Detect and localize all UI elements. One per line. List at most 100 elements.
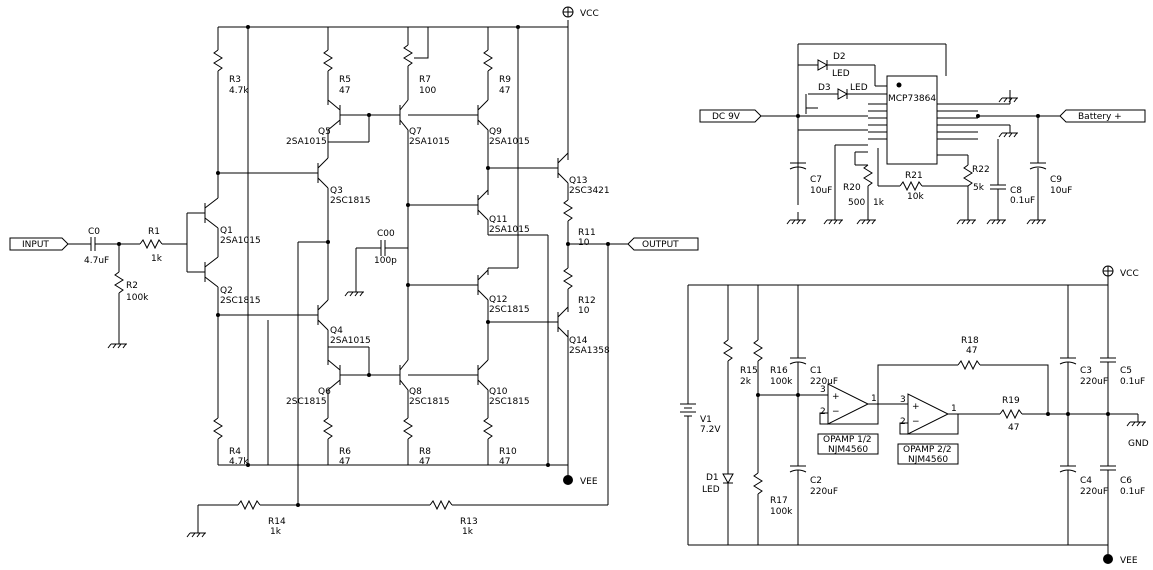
q14-name: Q14 xyxy=(569,336,588,346)
c5-name: C5 xyxy=(1120,366,1132,376)
oa2-pin1: 1 xyxy=(951,404,957,414)
r7-value: 100 xyxy=(419,86,436,96)
c7-value: 10uF xyxy=(810,186,832,196)
oa1-part: NJM4560 xyxy=(828,445,868,455)
oa1-name: OPAMP 1/2 xyxy=(823,435,872,445)
c6-value: 0.1uF xyxy=(1120,487,1145,497)
q13-type: 2SC3421 xyxy=(569,186,610,196)
q10-type: 2SC1815 xyxy=(489,397,530,407)
r22-value: 5k xyxy=(973,183,985,193)
r20-value: 500 xyxy=(848,198,865,208)
q6-type: 2SC1815 xyxy=(286,397,327,407)
q2-type: 2SC1815 xyxy=(220,296,261,306)
q2-name: Q2 xyxy=(220,286,233,296)
r20-name: R20 xyxy=(843,183,861,193)
r15-name: R15 xyxy=(740,366,758,376)
r5-name: R5 xyxy=(339,75,351,85)
supply-section: VCC VEE V1 7.2V R15 2k D1 LED R16 100k R… xyxy=(680,265,1149,566)
c1-value: 220uF xyxy=(810,377,838,387)
r18-name: R18 xyxy=(961,336,979,346)
r19-value: 47 xyxy=(1008,423,1019,433)
c0-value: 4.7uF xyxy=(84,256,109,266)
q5-type: 2SA1015 xyxy=(286,137,327,147)
r13-name: R13 xyxy=(460,517,478,527)
r4-value: 4.7k xyxy=(229,457,249,467)
r22-name: R22 xyxy=(972,165,990,175)
r12-name: R12 xyxy=(578,296,596,306)
q13-name: Q13 xyxy=(569,176,588,186)
c00-value: 100p xyxy=(374,256,397,266)
vee2-label: VEE xyxy=(1120,556,1138,566)
q11-type: 2SA1015 xyxy=(489,225,530,235)
c5-value: 0.1uF xyxy=(1120,377,1145,387)
vcc-label: VCC xyxy=(580,9,599,19)
c7-name: C7 xyxy=(810,175,822,185)
r8-value: 47 xyxy=(419,457,430,467)
oa2-plus: + xyxy=(912,402,920,412)
gnd-label: GND xyxy=(1128,439,1149,449)
c3-name: C3 xyxy=(1080,366,1092,376)
c6-name: C6 xyxy=(1120,476,1132,486)
v1-value: 7.2V xyxy=(700,425,721,435)
r11-name: R11 xyxy=(578,228,596,238)
r16-value: 100k xyxy=(770,377,793,387)
q12-type: 2SC1815 xyxy=(489,305,530,315)
oa1-minus: − xyxy=(832,407,840,417)
q1-type: 2SA1015 xyxy=(220,236,261,246)
c3-value: 220uF xyxy=(1080,377,1108,387)
input-label: INPUT xyxy=(22,240,49,250)
oa1-plus: + xyxy=(832,392,840,402)
r18-value: 47 xyxy=(966,346,977,356)
dc9v-label: DC 9V xyxy=(712,112,741,122)
oa2-pin3: 3 xyxy=(900,395,906,405)
r10-value: 47 xyxy=(499,457,510,467)
q7-name: Q7 xyxy=(409,127,422,137)
r15-value: 2k xyxy=(740,377,752,387)
d3-name: D3 xyxy=(818,83,831,93)
r9-name: R9 xyxy=(499,75,511,85)
d2-value: LED xyxy=(832,69,850,79)
c2-name: C2 xyxy=(810,476,822,486)
r6-name: R6 xyxy=(339,447,351,457)
r14-value: 1k xyxy=(270,527,282,537)
q4-type: 2SA1015 xyxy=(330,336,371,346)
r20-extra: 1k xyxy=(873,198,885,208)
r6-value: 47 xyxy=(339,457,350,467)
ic-label: MCP73864 xyxy=(888,94,936,104)
r11-value: 10 xyxy=(578,238,590,248)
q3-type: 2SC1815 xyxy=(330,196,371,206)
q6-name: Q6 xyxy=(318,387,331,397)
q5-name: Q5 xyxy=(318,127,331,137)
v1-name: V1 xyxy=(700,415,712,425)
oa1-pin2: 2 xyxy=(820,407,826,417)
c00-name: C00 xyxy=(377,229,395,239)
r16-name: R16 xyxy=(770,366,788,376)
r2-value: 100k xyxy=(126,293,149,303)
oa2-pin2: 2 xyxy=(900,417,906,427)
q8-name: Q8 xyxy=(409,387,422,397)
d1-name: D1 xyxy=(706,473,719,483)
oa2-name: OPAMP 2/2 xyxy=(903,445,952,455)
oa1-pin1: 1 xyxy=(871,394,877,404)
charger-section: MCP73864 DC 9V D2 LED D3 LED C7 10uF xyxy=(699,43,1146,225)
oa1-pin3: 3 xyxy=(820,385,826,395)
q3-name: Q3 xyxy=(330,186,343,196)
d3-value: LED xyxy=(850,83,868,93)
q12-name: Q12 xyxy=(489,295,508,305)
q14-type: 2SA1358 xyxy=(569,346,610,356)
c4-value: 220uF xyxy=(1080,487,1108,497)
r21-name: R21 xyxy=(905,171,923,181)
r19-name: R19 xyxy=(1002,396,1020,406)
d1-value: LED xyxy=(702,485,720,495)
r1-value: 1k xyxy=(151,254,163,264)
r10-name: R10 xyxy=(499,447,517,457)
q11-name: Q11 xyxy=(489,215,508,225)
r7-name: R7 xyxy=(419,75,431,85)
output-label: OUTPUT xyxy=(642,240,679,250)
r17-value: 100k xyxy=(770,507,793,517)
r3-name: R3 xyxy=(229,75,241,85)
c1-name: C1 xyxy=(810,366,822,376)
q9-type: 2SA1015 xyxy=(489,137,530,147)
c0-name: C0 xyxy=(88,227,100,237)
r9-value: 47 xyxy=(499,86,510,96)
